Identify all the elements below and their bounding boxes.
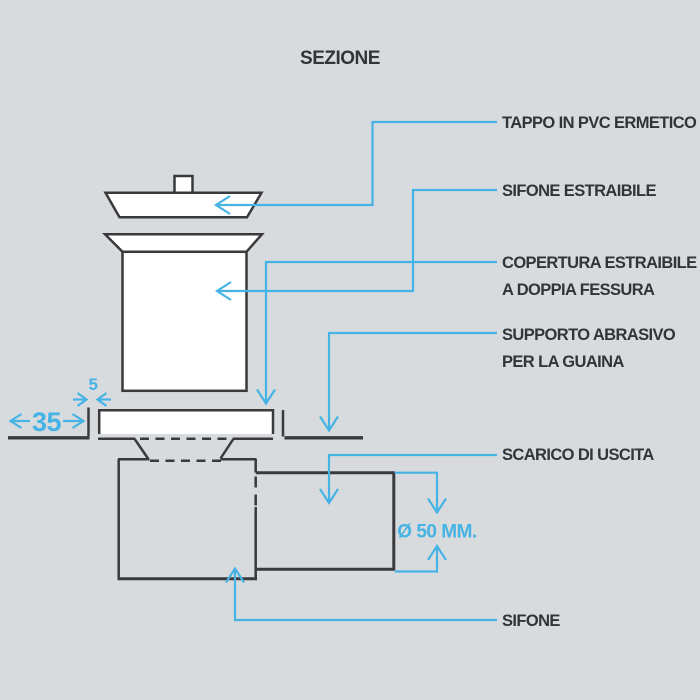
dim-50-top-line (394, 471, 439, 513)
label-supporto-line1: SUPPORTO ABRASIVO (502, 326, 676, 344)
callout-leader-lines (213, 120, 497, 622)
scarico-leader-line (327, 453, 497, 503)
cover-flange-shape (97, 409, 275, 434)
scarico-arrow-icon (319, 488, 339, 506)
sifone-estraibile-arrow-icon (214, 281, 232, 301)
cap-knob-shape (173, 174, 194, 195)
copertura-leader-line (264, 260, 497, 404)
label-copertura-line2: A DOPPIA FESSURA (502, 281, 655, 299)
dim-50-up-arrow-icon (427, 543, 447, 561)
sifone-leader-line (233, 568, 497, 622)
siphon-body-shape (121, 250, 248, 393)
dim-50-value: Ø 50 MM. (397, 522, 476, 543)
label-copertura-line1: COPERTURA ESTRAIBILE (502, 254, 697, 272)
dim-50-down-arrow-icon (427, 497, 447, 515)
dim-5-right-arrow-icon (95, 392, 108, 407)
pvc-cap-shape (103, 191, 264, 219)
copertura-arrow-icon (256, 388, 276, 406)
dim-5-left-arrow-icon (76, 392, 89, 407)
supporto-leader-line (327, 331, 497, 431)
tappo-arrow-icon (213, 195, 231, 215)
sifone-arrow-icon (225, 566, 245, 584)
label-scarico: SCARICO DI USCITA (502, 446, 654, 464)
label-supporto-line2: PER LA GUAINA (502, 353, 624, 371)
funnel-right-slant (219, 438, 235, 460)
dimension-annotations: 35 5 Ø 50 MM. (8, 375, 477, 573)
label-sifone-estraibile: SIFONE ESTRAIBILE (502, 182, 656, 200)
funnel-left-slant (133, 438, 150, 460)
tappo-leader-line (216, 120, 497, 207)
drain-section-drawing (8, 174, 396, 581)
dim-35-left-arrow-icon (8, 413, 23, 429)
label-sifone: SIFONE (502, 612, 560, 630)
dim-5-value: 5 (89, 375, 98, 394)
supporto-arrow-icon (319, 415, 339, 433)
siphon-collar-shape (101, 232, 265, 254)
dim-35-right-arrow-icon (71, 413, 86, 429)
label-tappo: TAPPO IN PVC ERMETICO (502, 114, 697, 132)
dim-50-bottom-line (394, 546, 439, 573)
sifone-estraibile-leader-line (217, 188, 497, 293)
page-title: SEZIONE (300, 48, 380, 69)
dim-35-value: 35 (32, 407, 62, 437)
callout-labels: TAPPO IN PVC ERMETICO SIFONE ESTRAIBILE … (502, 114, 698, 630)
